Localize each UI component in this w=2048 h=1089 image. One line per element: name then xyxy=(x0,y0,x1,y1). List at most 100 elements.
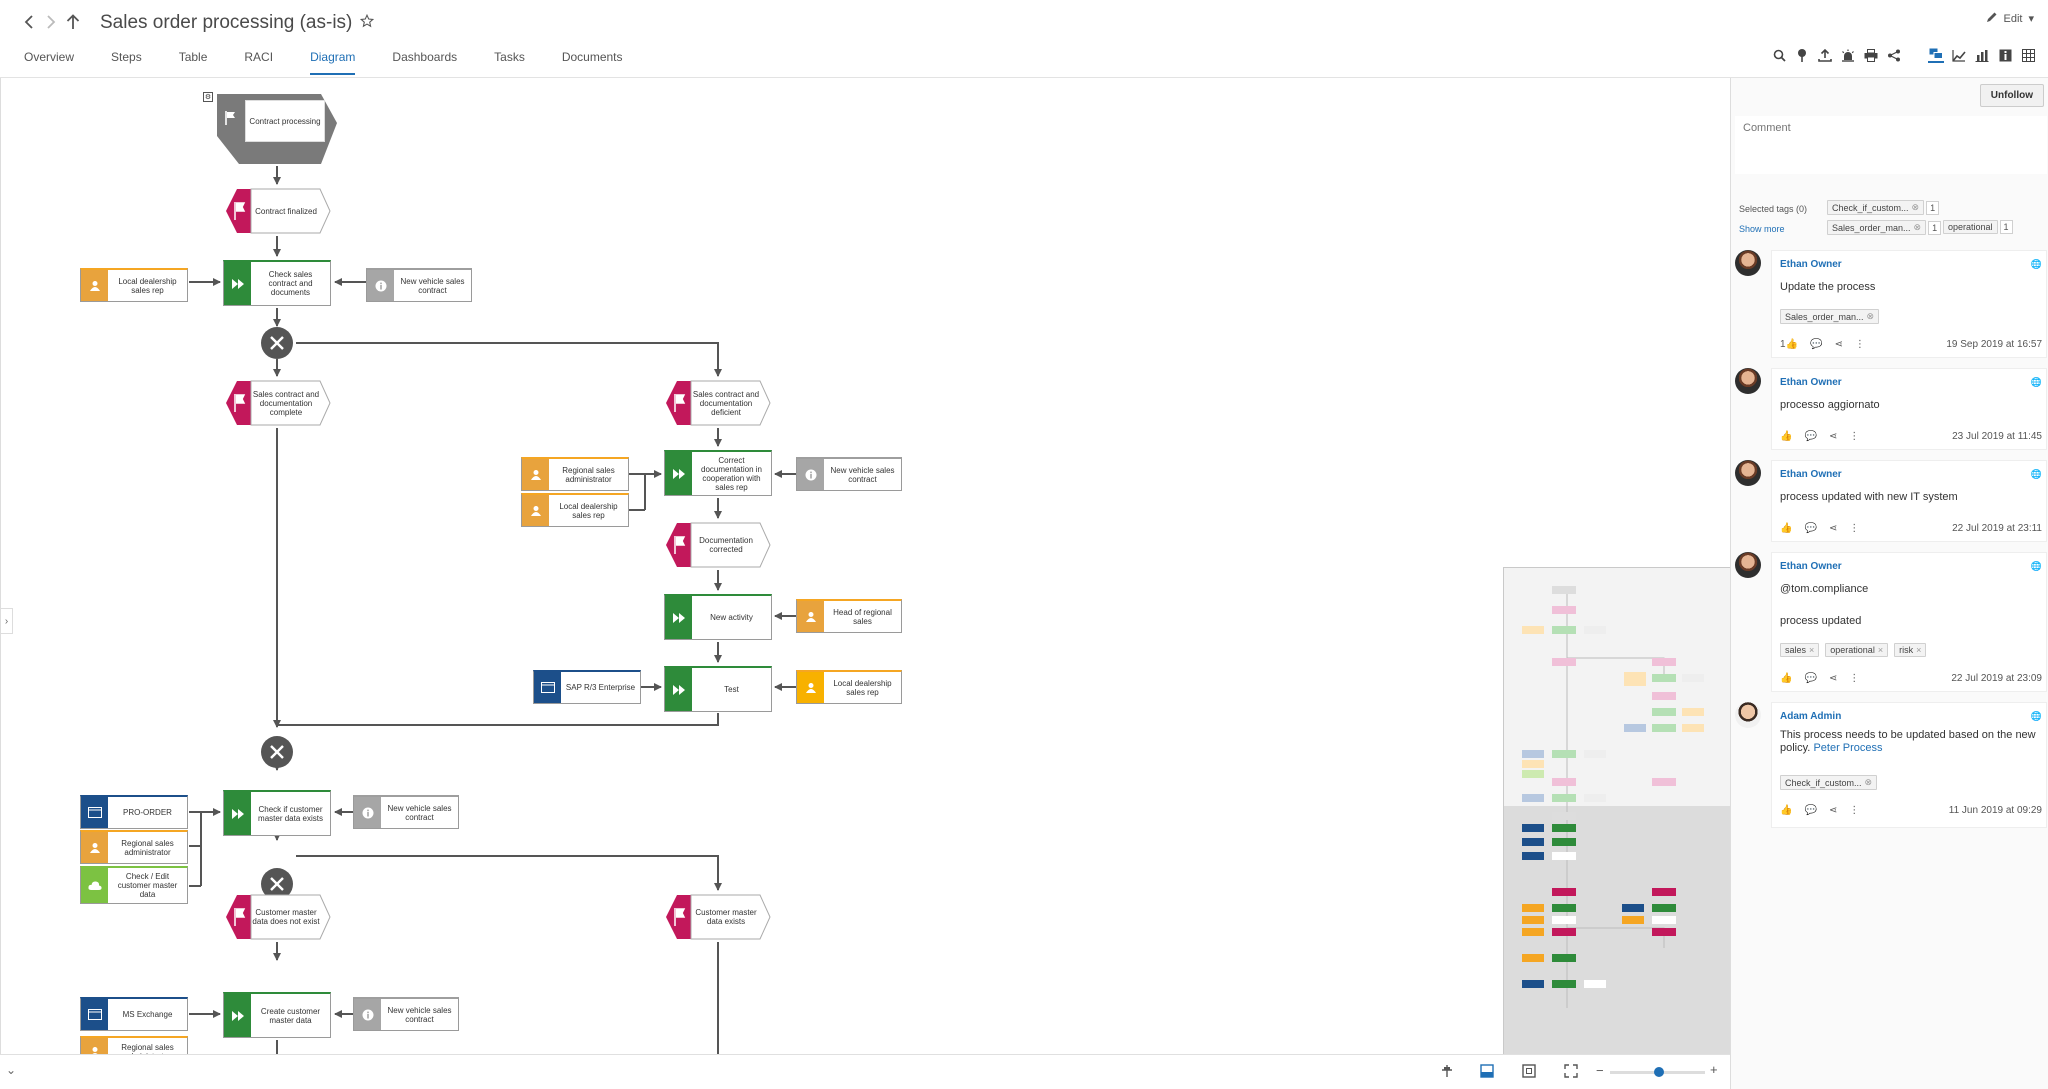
up-icon[interactable] xyxy=(62,10,84,34)
org-regional-sales-admin-2[interactable]: Regional sales administrator xyxy=(80,830,188,864)
tab-diagram[interactable]: Diagram xyxy=(310,46,356,75)
function-test[interactable]: Test xyxy=(664,666,772,712)
comments-icon[interactable] xyxy=(1928,47,1944,63)
function-correct-documentation[interactable]: Correct documentation in cooperation wit… xyxy=(664,450,772,496)
more-icon[interactable]: ⋮ xyxy=(1854,338,1865,350)
comment-input[interactable] xyxy=(1735,116,2047,174)
org-local-dealership-rep-3[interactable]: Local dealership sales rep xyxy=(796,670,902,704)
info-new-vehicle-contract-3[interactable]: New vehicle sales contract xyxy=(353,795,459,829)
org-regional-sales-admin-3[interactable]: Regional sales administrator xyxy=(80,1036,188,1054)
comment-author[interactable]: Ethan Owner xyxy=(1780,561,1842,572)
forward-icon[interactable] xyxy=(40,10,62,34)
info-icon[interactable] xyxy=(1997,47,2013,63)
more-icon[interactable]: ⋮ xyxy=(1849,522,1860,534)
reply-icon[interactable]: 💬 xyxy=(1804,804,1817,816)
org-regional-sales-admin[interactable]: Regional sales administrator xyxy=(521,457,629,491)
tab-tasks[interactable]: Tasks xyxy=(494,50,525,64)
event-master-data-exists[interactable]: Customer master data exists xyxy=(665,894,771,940)
like-button[interactable]: 👍 xyxy=(1780,430,1793,442)
grid-icon[interactable] xyxy=(2020,47,2036,63)
share-icon[interactable]: ⋖ xyxy=(1828,804,1838,816)
info-new-vehicle-contract-1[interactable]: New vehicle sales contract xyxy=(366,268,472,302)
tag-remove-icon[interactable]: ⊗ xyxy=(1911,202,1920,212)
like-button[interactable]: 👍 xyxy=(1780,522,1793,534)
event-master-data-not-exist[interactable]: Customer master data does not exist xyxy=(225,894,331,940)
reply-icon[interactable]: 💬 xyxy=(1804,672,1817,684)
org-local-dealership-rep-2[interactable]: Local dealership sales rep xyxy=(521,493,629,527)
like-button[interactable]: 1👍 xyxy=(1780,338,1799,350)
expand-left-panel-icon[interactable]: › xyxy=(1,608,13,634)
more-icon[interactable]: ⋮ xyxy=(1849,430,1860,442)
system-ms-exchange[interactable]: MS Exchange xyxy=(80,997,188,1031)
print-icon[interactable] xyxy=(1863,47,1879,63)
unfollow-button[interactable]: Unfollow xyxy=(1979,84,2044,107)
edit-button[interactable]: Edit ▾ xyxy=(1986,11,2034,26)
share-icon[interactable]: ⋖ xyxy=(1828,522,1838,534)
tag-filter-2[interactable]: Sales_order_man...⊗1 xyxy=(1827,220,1942,235)
minimap-toggle-icon[interactable] xyxy=(1480,1064,1494,1083)
favorite-star-icon[interactable] xyxy=(360,13,375,33)
search-icon[interactable] xyxy=(1771,47,1787,63)
alarm-icon[interactable] xyxy=(1840,47,1856,63)
zoom-slider[interactable] xyxy=(1610,1067,1705,1077)
more-icon[interactable]: ⋮ xyxy=(1849,672,1860,684)
show-more-link[interactable]: Show more xyxy=(1739,224,1785,234)
reply-icon[interactable]: 💬 xyxy=(1810,338,1823,350)
event-contract-deficient[interactable]: Sales contract and documentation deficie… xyxy=(665,380,771,426)
comment-tag[interactable]: operational× xyxy=(1825,643,1889,657)
comment-author[interactable]: Ethan Owner xyxy=(1780,469,1842,480)
hierarchy-icon[interactable]: ⚙ xyxy=(203,92,213,102)
bar-chart-icon[interactable] xyxy=(1974,47,1990,63)
upload-icon[interactable] xyxy=(1817,47,1833,63)
chart-add-icon[interactable] xyxy=(1951,47,1967,63)
comment-author[interactable]: Ethan Owner xyxy=(1780,377,1842,388)
fullscreen-icon[interactable] xyxy=(1564,1064,1578,1083)
reply-icon[interactable]: 💬 xyxy=(1804,430,1817,442)
function-create-master-data[interactable]: Create customer master data xyxy=(223,992,331,1038)
tab-steps[interactable]: Steps xyxy=(111,50,142,64)
tab-raci[interactable]: RACI xyxy=(244,50,274,64)
like-button[interactable]: 👍 xyxy=(1780,804,1793,816)
function-check-master-data[interactable]: Check if customer master data exists xyxy=(223,790,331,836)
share-icon[interactable]: ⋖ xyxy=(1828,430,1838,442)
share-icon[interactable]: ⋖ xyxy=(1834,338,1843,350)
function-new-activity[interactable]: New activity xyxy=(664,594,772,640)
event-contract-complete[interactable]: Sales contract and documentation complet… xyxy=(225,380,331,426)
more-icon[interactable]: ⋮ xyxy=(1849,804,1860,816)
comment-tag[interactable]: Check_if_custom...⊗ xyxy=(1780,775,1878,790)
tab-overview[interactable]: Overview xyxy=(24,50,75,64)
layout-icon[interactable] xyxy=(1440,1064,1454,1083)
minimap[interactable] xyxy=(1503,567,1730,1054)
like-button[interactable]: 👍 xyxy=(1780,672,1793,684)
system-sap-r3[interactable]: SAP R/3 Enterprise xyxy=(533,670,641,704)
function-check-contract[interactable]: Check sales contract and documents xyxy=(223,260,331,306)
comment-tag[interactable]: risk× xyxy=(1894,643,1927,657)
collapse-chevron-icon[interactable]: ⌄ xyxy=(6,1063,17,1077)
comment-tag[interactable]: Sales_order_man...⊗ xyxy=(1780,309,1880,324)
comment-tag[interactable]: sales× xyxy=(1780,643,1820,657)
start-event-contract-processing[interactable]: Contract processing xyxy=(217,94,337,164)
share-icon[interactable]: ⋖ xyxy=(1828,672,1838,684)
info-new-vehicle-contract-2[interactable]: New vehicle sales contract xyxy=(796,457,902,491)
tab-dashboards[interactable]: Dashboards xyxy=(392,50,458,64)
fit-to-screen-icon[interactable] xyxy=(1522,1064,1536,1083)
org-head-regional-sales[interactable]: Head of regional sales xyxy=(796,599,902,633)
info-new-vehicle-contract-4[interactable]: New vehicle sales contract xyxy=(353,997,459,1031)
reply-icon[interactable]: 💬 xyxy=(1804,522,1817,534)
zoom-in-icon[interactable]: + xyxy=(1710,1062,1718,1077)
share-icon[interactable] xyxy=(1886,47,1902,63)
pin-icon[interactable] xyxy=(1794,47,1810,63)
mention-link[interactable]: Peter Process xyxy=(1813,742,1883,754)
system-pro-order[interactable]: PRO-ORDER xyxy=(80,795,188,829)
tag-remove-icon[interactable]: ⊗ xyxy=(1913,222,1922,232)
org-local-dealership-rep[interactable]: Local dealership sales rep xyxy=(80,268,188,302)
back-icon[interactable] xyxy=(18,10,40,34)
tab-table[interactable]: Table xyxy=(178,50,208,64)
comment-author[interactable]: Ethan Owner xyxy=(1780,259,1842,270)
tag-filter-1[interactable]: Check_if_custom...⊗1 xyxy=(1827,200,1940,215)
tab-documents[interactable]: Documents xyxy=(561,50,623,64)
zoom-out-icon[interactable]: − xyxy=(1596,1063,1604,1078)
comment-author[interactable]: Adam Admin xyxy=(1780,711,1842,722)
zoom-slider-handle[interactable] xyxy=(1654,1067,1664,1077)
